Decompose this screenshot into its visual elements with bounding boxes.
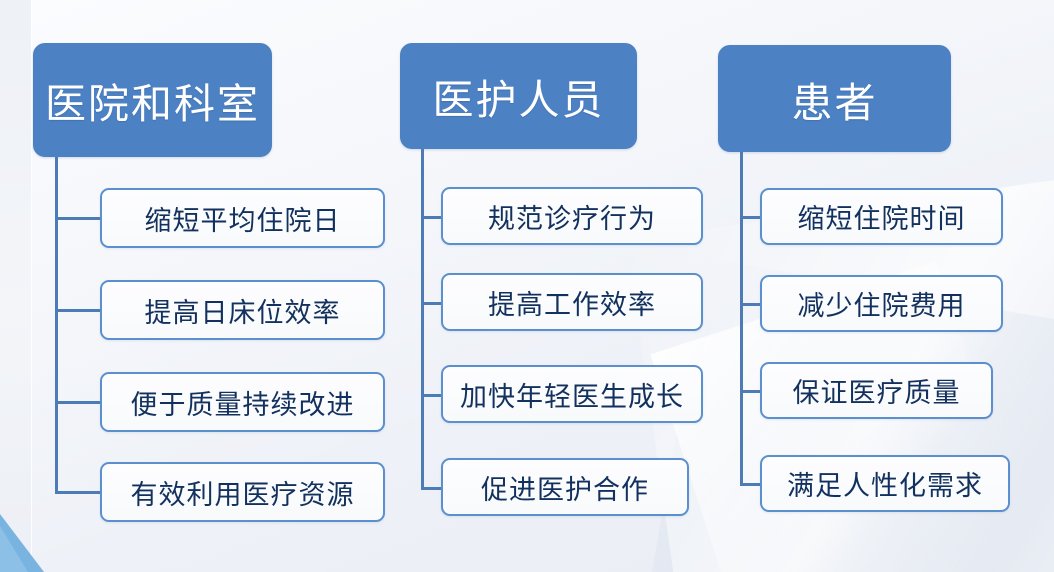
item-box-medical-staff-3[interactable]: 加快年轻医生成长	[441, 365, 703, 423]
item-label-patient-3: 保证医疗质量	[792, 378, 961, 408]
trunk-line-hospital	[55, 157, 58, 493]
item-box-patient-2[interactable]: 减少住院费用	[760, 275, 1003, 332]
branch-line-hospital-4	[55, 491, 102, 494]
header-label-medical-staff: 医护人员	[432, 77, 605, 123]
branch-line-medical-staff-1	[421, 216, 443, 219]
branch-line-medical-staff-3	[421, 394, 443, 397]
branch-line-patient-2	[740, 303, 762, 306]
trunk-line-patient	[740, 152, 743, 485]
item-box-patient-3[interactable]: 保证医疗质量	[760, 362, 993, 419]
item-label-hospital-1: 缩短平均住院日	[144, 205, 341, 236]
branch-line-hospital-3	[55, 401, 102, 404]
branch-line-patient-4	[740, 483, 762, 486]
branch-line-medical-staff-4	[421, 487, 443, 490]
item-box-patient-1[interactable]: 缩短住院时间	[760, 188, 1003, 245]
header-label-hospital: 医院和科室	[45, 81, 260, 127]
item-label-patient-2: 减少住院费用	[797, 291, 966, 321]
item-label-medical-staff-4: 促进医护合作	[481, 474, 649, 505]
header-box-patient[interactable]: 患者	[718, 45, 951, 152]
item-label-medical-staff-1: 规范诊疗行为	[488, 203, 656, 234]
item-box-hospital-4[interactable]: 有效利用医疗资源	[100, 462, 385, 522]
branch-line-hospital-1	[55, 217, 102, 220]
branch-line-hospital-2	[55, 309, 102, 312]
item-label-hospital-4: 有效利用医疗资源	[130, 479, 355, 510]
item-box-hospital-2[interactable]: 提高日床位效率	[100, 280, 385, 340]
item-box-hospital-3[interactable]: 便于质量持续改进	[100, 372, 385, 432]
background-left-edge	[31, 0, 32, 572]
item-label-patient-1: 缩短住院时间	[797, 204, 966, 234]
background-left-strip	[0, 0, 31, 572]
item-label-patient-4: 满足人性化需求	[787, 471, 983, 501]
corner-wedge-inner-decoration	[0, 526, 28, 572]
item-label-medical-staff-3: 加快年轻医生成长	[460, 381, 684, 412]
item-box-medical-staff-4[interactable]: 促进医护合作	[441, 458, 689, 516]
header-box-hospital[interactable]: 医院和科室	[33, 43, 272, 157]
branch-line-patient-1	[740, 216, 762, 219]
item-box-patient-4[interactable]: 满足人性化需求	[760, 455, 1010, 512]
item-label-hospital-3: 便于质量持续改进	[130, 389, 355, 420]
trunk-line-medical-staff	[421, 149, 424, 489]
item-label-hospital-2: 提高日床位效率	[144, 297, 341, 328]
branch-line-medical-staff-2	[421, 302, 443, 305]
item-box-medical-staff-1[interactable]: 规范诊疗行为	[441, 187, 703, 245]
item-box-hospital-1[interactable]: 缩短平均住院日	[100, 188, 385, 248]
header-label-patient: 患者	[791, 79, 878, 126]
branch-line-patient-3	[740, 390, 762, 393]
item-label-medical-staff-2: 提高工作效率	[488, 289, 656, 320]
header-box-medical-staff[interactable]: 医护人员	[400, 43, 637, 149]
item-box-medical-staff-2[interactable]: 提高工作效率	[441, 273, 703, 331]
